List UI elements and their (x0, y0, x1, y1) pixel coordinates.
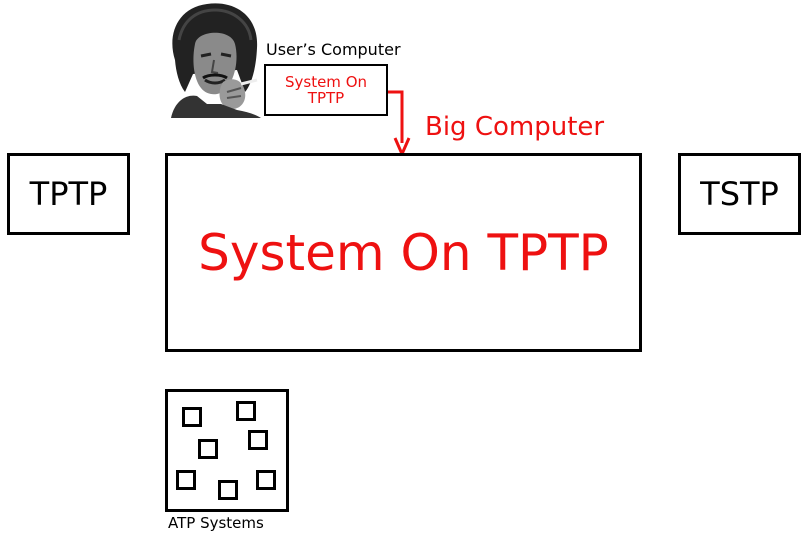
atp-system-square (248, 430, 268, 450)
main-system-box: System On TPTP (165, 153, 642, 352)
tstp-box: TSTP (678, 153, 801, 235)
user-portrait-image (167, 0, 263, 118)
atp-system-square (198, 439, 218, 459)
big-computer-label: Big Computer (425, 112, 605, 142)
main-system-box-text: System On TPTP (198, 223, 609, 282)
atp-system-square (256, 470, 276, 490)
atp-system-square (218, 480, 238, 500)
tstp-box-label: TSTP (700, 175, 779, 213)
tptp-box-label: TPTP (29, 175, 108, 213)
atp-systems-label: ATP Systems (168, 514, 264, 532)
users-computer-label: User’s Computer (266, 40, 401, 59)
atp-system-square (176, 470, 196, 490)
users-system-box: System On TPTP (264, 64, 388, 116)
atp-system-square (236, 401, 256, 421)
users-system-box-text: System On TPTP (284, 72, 368, 107)
arrow-down-icon (388, 90, 411, 158)
atp-systems-box (165, 389, 289, 512)
atp-system-square (182, 407, 202, 427)
tptp-box: TPTP (7, 153, 130, 235)
